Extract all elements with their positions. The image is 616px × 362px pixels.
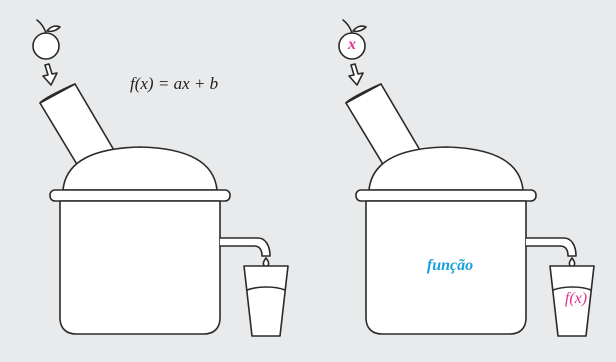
right-machine [338,19,595,337]
output-fx-label: f(x) [564,290,588,307]
fruit-icon [338,19,367,60]
fruit-icon [32,19,61,60]
left-machine [32,19,289,337]
machine-label: função [426,257,474,274]
glass-icon [549,265,595,337]
pot-machine-icon [345,83,577,335]
input-x-label: x [348,36,356,53]
down-arrow-icon [42,63,58,86]
pot-machine-icon [39,83,271,335]
glass-icon [243,265,289,337]
function-formula: f(x) = ax + b [130,74,219,93]
down-arrow-icon [348,63,364,86]
